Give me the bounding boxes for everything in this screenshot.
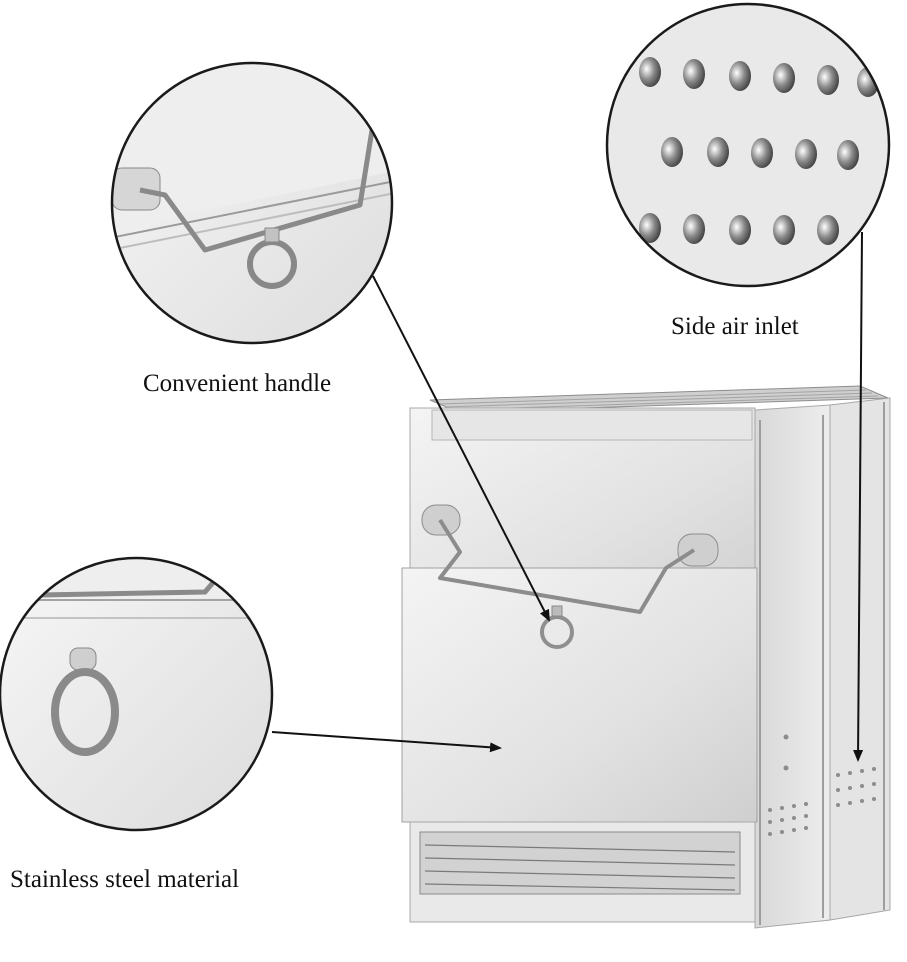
handle-zoom-circle: [110, 61, 394, 345]
air-inlet-pointer-arrow: [853, 231, 864, 762]
air-inlet-callout-label: Side air inlet: [671, 313, 799, 340]
stove-body: [401, 385, 891, 929]
steel-pointer-arrow: [271, 731, 502, 753]
steel-zoom-circle: [0, 556, 274, 832]
material-callout-label: Stainless steel material: [10, 866, 240, 893]
air-inlet-zoom-circle: [605, 2, 891, 288]
handle-pointer-arrow: [372, 275, 550, 622]
handle-callout-label: Convenient handle: [143, 370, 332, 397]
